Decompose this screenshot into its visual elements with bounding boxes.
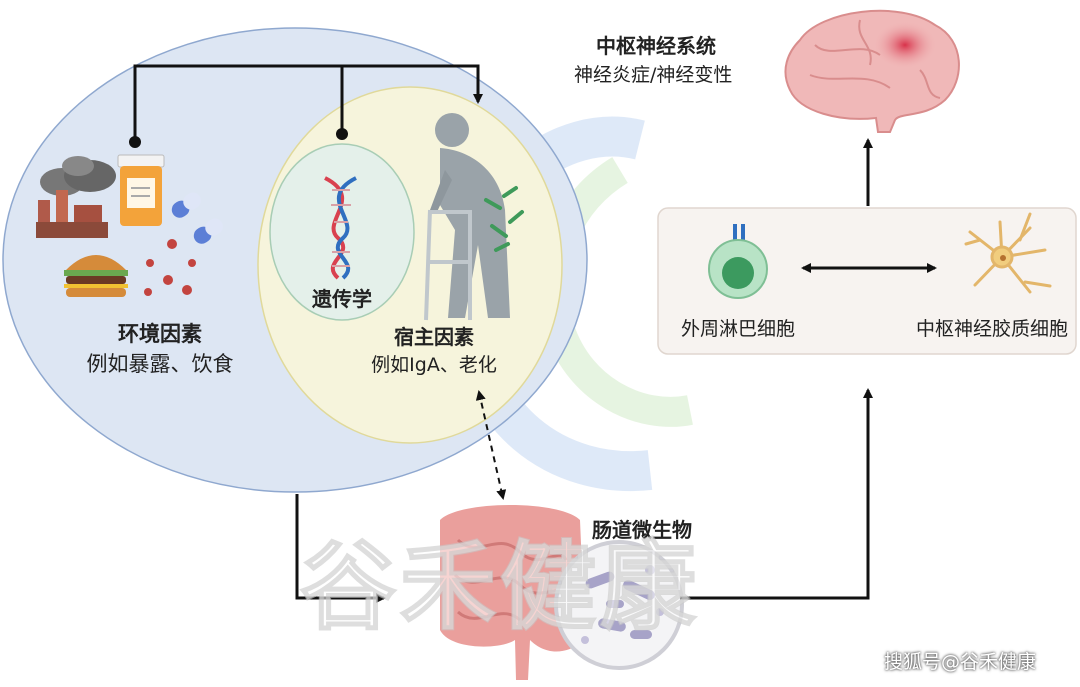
factory-icon	[36, 156, 116, 238]
environment-title: 环境因素	[118, 322, 202, 346]
genetics-title: 遗传学	[312, 287, 372, 311]
watermark-overlay: 谷禾健康	[299, 530, 700, 644]
virus-icon	[144, 239, 196, 296]
environment-subtitle: 例如暴露、饮食	[86, 352, 234, 376]
glial-cell-label: 中枢神经胶质细胞	[915, 318, 1069, 340]
gut-microbiota-title: 肠道微生物	[592, 518, 692, 542]
connector-dot-environment	[129, 136, 141, 148]
watermark-credit: 搜狐号@谷禾健康	[884, 651, 1037, 673]
intestine-icon	[440, 505, 585, 680]
capsule-icon	[171, 192, 223, 244]
cns-title: 中枢神经系统	[596, 34, 716, 58]
arrow-env-to-gut	[295, 494, 386, 603]
host-title: 宿主因素	[394, 325, 474, 349]
dna-icon	[324, 176, 357, 280]
burger-icon	[64, 255, 128, 297]
bacteria-icon	[484, 186, 524, 252]
brain-icon	[784, 9, 960, 133]
microbe-magnifier-icon	[554, 540, 684, 670]
cns-subtitle: 神经炎症/神经变性	[574, 64, 733, 86]
glial-cell-icon	[964, 212, 1052, 294]
genetics-oval	[269, 143, 415, 321]
arrow-gut-to-cells	[680, 388, 873, 600]
peripheral-lymphocyte-label: 外周淋巴细胞	[680, 318, 796, 340]
host-gut-dashed-arrow	[475, 390, 507, 500]
lymphocyte-icon	[708, 224, 768, 299]
cell-interaction-box	[657, 207, 1077, 355]
elderly-walker-icon	[424, 113, 510, 321]
connector-dot-genetics	[336, 128, 348, 140]
factor-connector	[133, 64, 483, 138]
pill-bottle-icon	[117, 154, 165, 226]
host-subtitle: 例如IgA、老化	[371, 354, 497, 376]
